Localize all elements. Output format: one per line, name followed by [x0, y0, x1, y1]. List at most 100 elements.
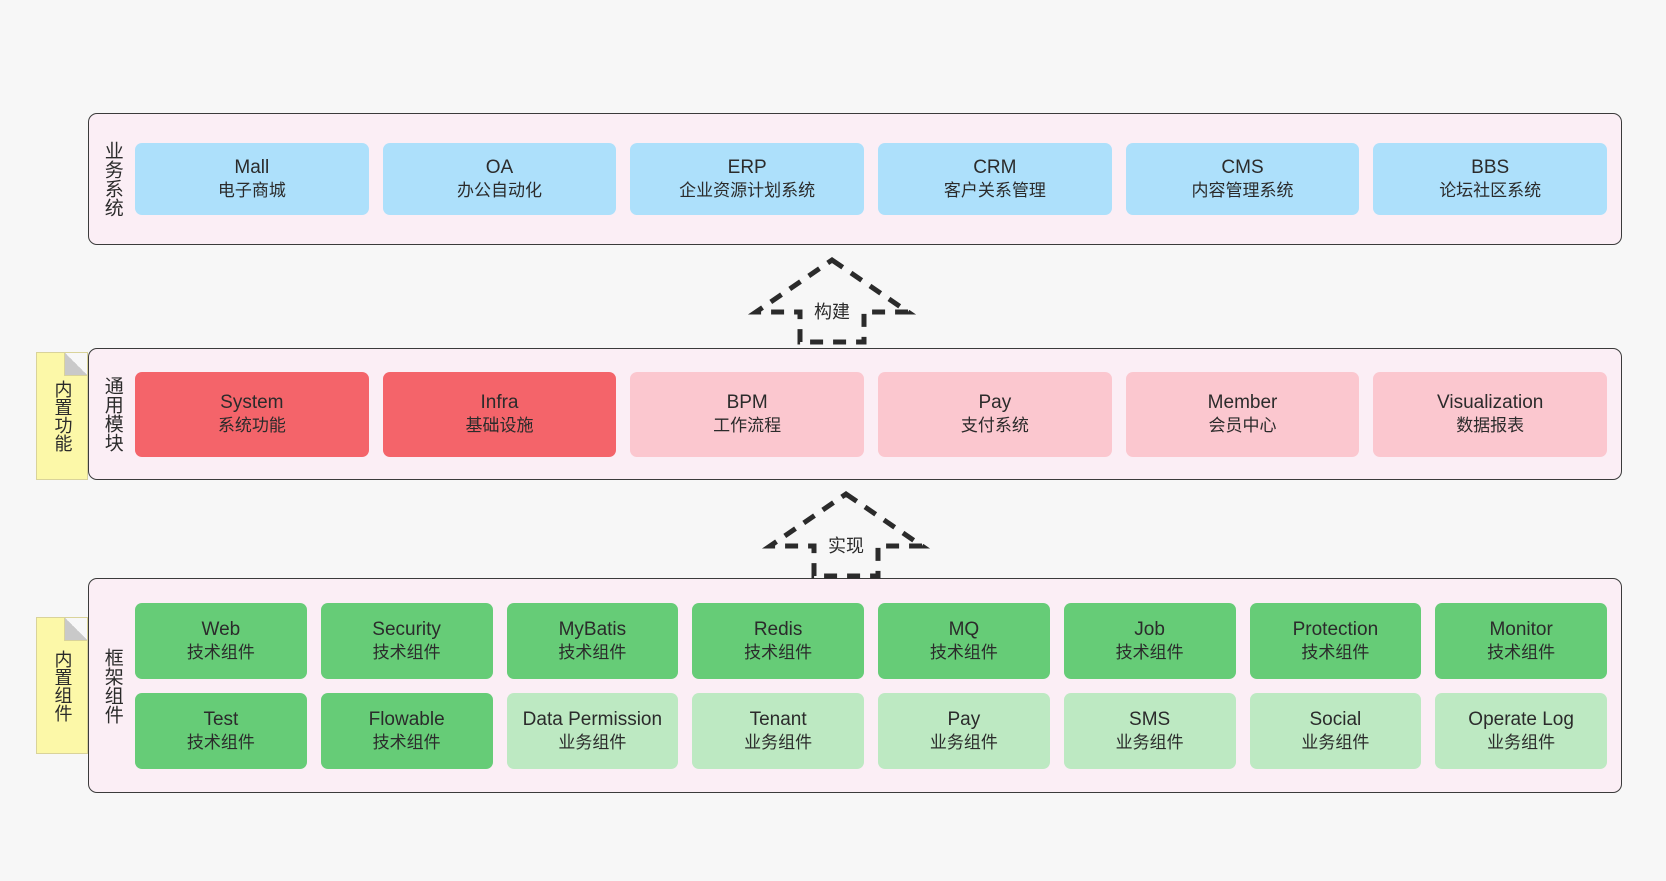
- node-title: Operate Log: [1468, 708, 1574, 730]
- node-title: Security: [372, 618, 441, 640]
- node-title: Data Permission: [522, 708, 663, 730]
- node-subtitle: 技术组件: [1115, 642, 1184, 662]
- node-pay[interactable]: Pay 支付系统: [878, 371, 1112, 457]
- node-title: Tenant: [749, 708, 807, 730]
- node-infra[interactable]: Infra 基础设施: [382, 371, 617, 457]
- node-sms[interactable]: SMS 业务组件: [1063, 692, 1236, 769]
- connector-implement-arrow: 实现: [761, 490, 931, 579]
- node-title: Protection: [1292, 618, 1379, 640]
- node-subtitle: 企业资源计划系统: [679, 181, 816, 201]
- connector-arrow-shape: [761, 490, 931, 579]
- node-oa[interactable]: OA 办公自动化: [382, 143, 617, 215]
- node-subtitle: 会员中心: [1208, 416, 1277, 436]
- layer-business-label: 业务系统: [101, 141, 123, 217]
- node-protection[interactable]: Protection 技术组件: [1249, 602, 1422, 679]
- node-title: SMS: [1129, 708, 1171, 730]
- note-text: 内置功能: [52, 380, 73, 452]
- node-subtitle: 系统功能: [217, 416, 286, 436]
- node-title: CRM: [973, 157, 1017, 179]
- node-subtitle: 支付系统: [960, 416, 1029, 436]
- node-monitor[interactable]: Monitor 技术组件: [1435, 602, 1607, 679]
- node-title: MQ: [948, 618, 980, 640]
- node-mybatis[interactable]: MyBatis 技术组件: [506, 602, 679, 679]
- node-title: Redis: [753, 618, 803, 640]
- node-subtitle: 业务组件: [929, 732, 998, 752]
- node-security[interactable]: Security 技术组件: [320, 602, 493, 679]
- layer-common-nodes: System 系统功能 Infra 基础设施 BPM 工作流程 Pay 支付系统…: [135, 349, 1621, 479]
- node-subtitle: 技术组件: [558, 642, 627, 662]
- node-title: OA: [485, 157, 514, 179]
- node-title: Mall: [234, 157, 270, 179]
- node-test[interactable]: Test 技术组件: [135, 692, 307, 769]
- node-title: Visualization: [1437, 392, 1544, 414]
- node-title: Web: [201, 618, 241, 640]
- node-title: Social: [1309, 708, 1362, 730]
- node-bpm[interactable]: BPM 工作流程: [630, 371, 865, 457]
- node-subtitle: 技术组件: [372, 642, 441, 662]
- node-subtitle: 技术组件: [186, 642, 255, 662]
- layer-common-label: 通用模块: [101, 376, 123, 452]
- node-subtitle: 业务组件: [1115, 732, 1184, 752]
- node-subtitle: 技术组件: [1487, 642, 1556, 662]
- node-crm[interactable]: CRM 客户关系管理: [878, 143, 1112, 215]
- business-row: Mall 电子商城 OA 办公自动化 ERP 企业资源计划系统 CRM 客户关系…: [135, 143, 1608, 215]
- node-subtitle: 技术组件: [744, 642, 813, 662]
- node-subtitle: 数据报表: [1456, 416, 1525, 436]
- node-system[interactable]: System 系统功能: [135, 371, 369, 457]
- node-subtitle: 工作流程: [713, 416, 782, 436]
- framework-row-technical: Web 技术组件 Security 技术组件 MyBatis 技术组件 Redi…: [135, 602, 1607, 679]
- node-title: Pay: [947, 708, 981, 730]
- node-erp[interactable]: ERP 企业资源计划系统: [630, 143, 865, 215]
- node-subtitle: 业务组件: [558, 732, 627, 752]
- node-subtitle: 基础设施: [465, 416, 534, 436]
- layer-framework-label: 框架组件: [101, 647, 123, 724]
- node-subtitle: 技术组件: [929, 642, 998, 662]
- node-tenant[interactable]: Tenant 业务组件: [692, 692, 864, 769]
- node-operate-log[interactable]: Operate Log 业务组件: [1435, 692, 1607, 769]
- node-title: Job: [1134, 618, 1165, 640]
- node-title: Member: [1207, 392, 1278, 414]
- layer-business-systems: 业务系统 Mall 电子商城 OA 办公自动化 ERP 企业资源计划系统 CRM…: [88, 113, 1622, 245]
- node-title: Test: [203, 708, 239, 730]
- layer-framework-nodes: Web 技术组件 Security 技术组件 MyBatis 技术组件 Redi…: [135, 579, 1621, 792]
- node-title: BPM: [726, 392, 768, 414]
- node-redis[interactable]: Redis 技术组件: [692, 602, 864, 679]
- node-visualization[interactable]: Visualization 数据报表: [1373, 371, 1608, 457]
- node-subtitle: 业务组件: [1301, 732, 1370, 752]
- node-subtitle: 客户关系管理: [943, 181, 1046, 201]
- node-flowable[interactable]: Flowable 技术组件: [320, 692, 493, 769]
- node-data-permission[interactable]: Data Permission 业务组件: [506, 692, 679, 769]
- node-pay-component[interactable]: Pay 业务组件: [878, 692, 1050, 769]
- node-title: Infra: [480, 392, 519, 414]
- node-subtitle: 内容管理系统: [1191, 181, 1294, 201]
- layer-business-nodes: Mall 电子商城 OA 办公自动化 ERP 企业资源计划系统 CRM 客户关系…: [135, 114, 1621, 244]
- node-title: CMS: [1221, 157, 1264, 179]
- node-member[interactable]: Member 会员中心: [1125, 371, 1360, 457]
- node-subtitle: 电子商城: [217, 181, 286, 201]
- node-title: MyBatis: [558, 618, 627, 640]
- node-subtitle: 技术组件: [186, 732, 255, 752]
- node-subtitle: 业务组件: [1487, 732, 1556, 752]
- node-title: System: [220, 392, 284, 414]
- layer-common-modules: 通用模块 System 系统功能 Infra 基础设施 BPM 工作流程 Pay…: [88, 348, 1622, 480]
- connector-build-arrow: 构建: [747, 256, 917, 345]
- node-web[interactable]: Web 技术组件: [135, 602, 307, 679]
- node-title: BBS: [1471, 157, 1510, 179]
- node-mq[interactable]: MQ 技术组件: [878, 602, 1050, 679]
- common-row: System 系统功能 Infra 基础设施 BPM 工作流程 Pay 支付系统…: [135, 371, 1608, 457]
- note-text: 内置组件: [52, 649, 73, 722]
- node-title: Pay: [978, 392, 1012, 414]
- node-subtitle: 技术组件: [372, 732, 441, 752]
- framework-row-business: Test 技术组件 Flowable 技术组件 Data Permission …: [135, 692, 1607, 769]
- node-subtitle: 论坛社区系统: [1439, 181, 1542, 201]
- node-subtitle: 办公自动化: [457, 181, 542, 201]
- node-mall[interactable]: Mall 电子商城: [135, 143, 369, 215]
- node-job[interactable]: Job 技术组件: [1063, 602, 1236, 679]
- node-cms[interactable]: CMS 内容管理系统: [1125, 143, 1360, 215]
- node-social[interactable]: Social 业务组件: [1249, 692, 1422, 769]
- node-title: ERP: [727, 157, 767, 179]
- node-title: Monitor: [1489, 618, 1553, 640]
- node-bbs[interactable]: BBS 论坛社区系统: [1373, 143, 1608, 215]
- connector-arrow-shape: [747, 256, 917, 345]
